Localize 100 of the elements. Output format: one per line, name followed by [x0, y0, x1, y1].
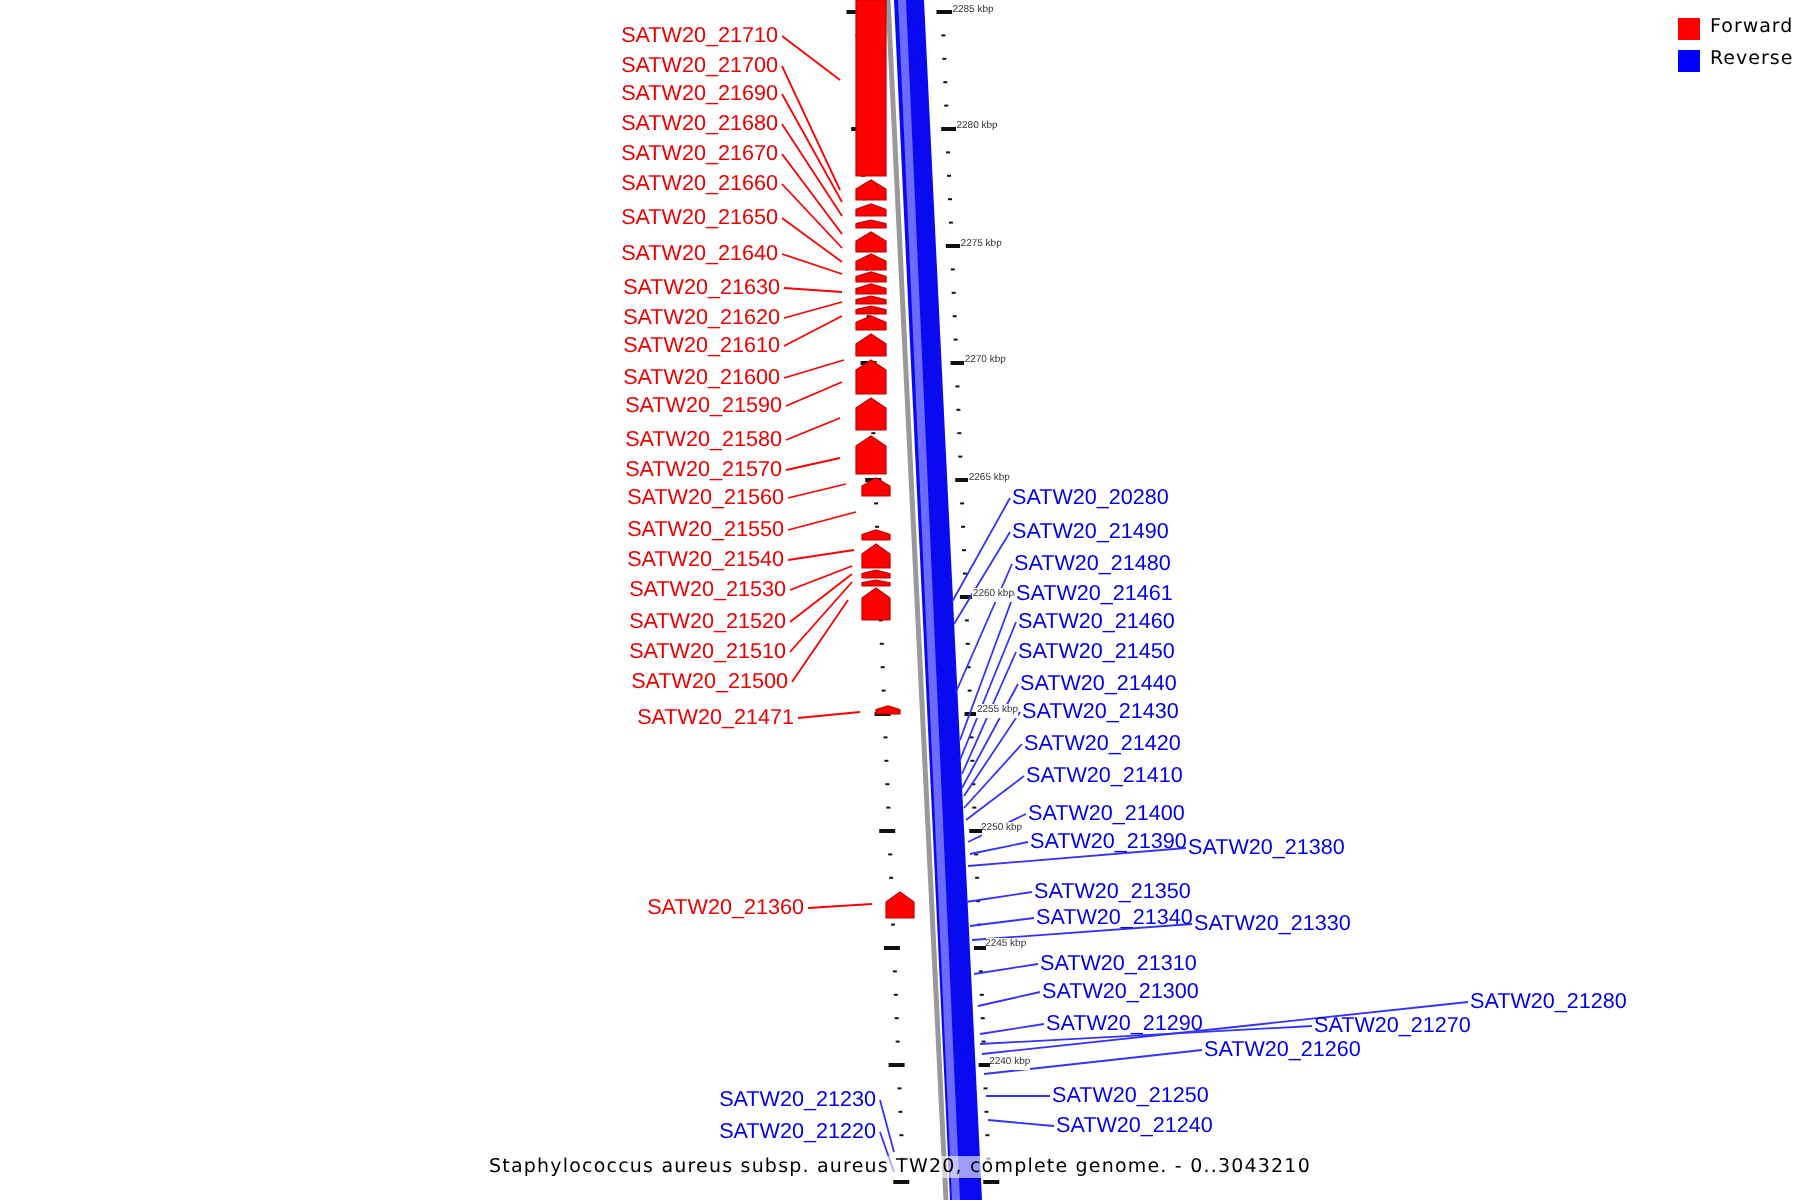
gene-label: SATW20_21550	[627, 517, 784, 543]
leader-line	[783, 287, 843, 293]
leader-line	[783, 315, 843, 347]
gene-label: SATW20_21660	[621, 171, 778, 197]
leader-line	[959, 593, 1015, 741]
gene-label: SATW20_21650	[621, 205, 778, 231]
gene-label: SATW20_21350	[1034, 879, 1191, 905]
gene-label: SATW20_21560	[627, 485, 784, 511]
gene-label: SATW20_21260	[1204, 1037, 1361, 1063]
leader-line	[781, 217, 843, 263]
gene-label: SATW20_21220	[719, 1119, 876, 1145]
gene-label: SATW20_21700	[621, 53, 778, 79]
gene-label: SATW20_21230	[719, 1087, 876, 1113]
gene-label: SATW20_21570	[625, 457, 782, 483]
gene-label: SATW20_21690	[621, 81, 778, 107]
leader-line	[797, 711, 861, 719]
leader-line	[785, 417, 841, 441]
leader-line	[983, 1049, 1203, 1075]
gene-label: SATW20_21390	[1030, 829, 1187, 855]
leader-line	[951, 497, 1011, 603]
gene-label: SATW20_21400	[1028, 801, 1185, 827]
leader-line	[781, 253, 843, 275]
leader-line	[781, 183, 843, 249]
leader-line	[979, 1025, 1313, 1045]
gene-label: SATW20_21410	[1026, 763, 1183, 789]
gene-label: SATW20_21680	[621, 111, 778, 137]
leader-line	[879, 1131, 895, 1173]
gene-label: SATW20_21380	[1188, 835, 1345, 861]
gene-label: SATW20_21360	[647, 895, 804, 921]
leader-line	[963, 711, 1021, 797]
leader-line	[879, 1099, 895, 1153]
leader-line	[787, 511, 857, 531]
leader-line	[787, 483, 847, 499]
leader-line	[783, 301, 843, 319]
gene-label: SATW20_21710	[621, 23, 778, 49]
gene-label: SATW20_21530	[629, 577, 786, 603]
leader-line	[973, 963, 1039, 975]
leader-line	[979, 1023, 1045, 1035]
leader-line	[789, 565, 853, 591]
leader-line	[967, 847, 1187, 867]
leader-line	[787, 549, 855, 561]
leader-line	[965, 891, 1033, 903]
leader-line	[961, 683, 1019, 789]
leader-line	[781, 123, 843, 217]
gene-label: SATW20_21640	[621, 241, 778, 267]
gene-label: SATW20_21500	[631, 669, 788, 695]
leader-line	[985, 1095, 1051, 1097]
gene-label: SATW20_21340	[1036, 905, 1193, 931]
forward-gene-track	[855, 0, 915, 919]
gene-label: SATW20_21450	[1018, 639, 1175, 665]
leader-line	[971, 923, 1193, 941]
leader-line	[963, 743, 1023, 809]
leader-line	[807, 903, 873, 909]
gene-label: SATW20_21620	[623, 305, 780, 331]
gene-label: SATW20_21270	[1314, 1013, 1471, 1039]
leader-line	[969, 917, 1035, 927]
leader-line	[965, 775, 1025, 821]
leader-line	[981, 1001, 1469, 1055]
gene-label: SATW20_21440	[1020, 671, 1177, 697]
leader-line	[789, 573, 853, 623]
leader-line	[987, 1119, 1055, 1127]
legend-label: Reverse	[1710, 48, 1794, 70]
gene-label: SATW20_21580	[625, 427, 782, 453]
leader-line	[977, 991, 1041, 1007]
gene-label: SATW20_20280	[1012, 485, 1169, 511]
leader-line	[789, 581, 853, 653]
gene-label: SATW20_21610	[623, 333, 780, 359]
gene-label: SATW20_21460	[1018, 609, 1175, 635]
leader-line	[781, 65, 841, 191]
legend-label: Forward	[1710, 16, 1794, 38]
leader-line	[791, 599, 849, 683]
leader-line	[953, 531, 1011, 625]
leader-line	[781, 153, 843, 235]
gene-label: SATW20_21520	[629, 609, 786, 635]
gene-label: SATW20_21330	[1194, 911, 1351, 937]
leader-line	[961, 651, 1017, 775]
gene-label: SATW20_21250	[1052, 1083, 1209, 1109]
leader-line	[959, 621, 1017, 761]
leader-line	[969, 841, 1029, 855]
gene-label: SATW20_21490	[1012, 519, 1169, 545]
gene-label: SATW20_21670	[621, 141, 778, 167]
gene-label: SATW20_21290	[1046, 1011, 1203, 1037]
gene-label: SATW20_21510	[629, 639, 786, 665]
gene-label: SATW20_21430	[1022, 699, 1179, 725]
leader-line	[781, 93, 843, 203]
leader-line	[781, 35, 841, 81]
gene-label: SATW20_21280	[1470, 989, 1627, 1015]
gene-label: SATW20_21310	[1040, 951, 1197, 977]
gene-label: SATW20_21480	[1014, 551, 1171, 577]
gene-label: SATW20_21590	[625, 393, 782, 419]
leader-line	[785, 381, 843, 407]
gene-label: SATW20_21630	[623, 275, 780, 301]
gene-label: SATW20_21471	[637, 705, 794, 731]
gene-label: SATW20_21300	[1042, 979, 1199, 1005]
leader-line	[955, 563, 1013, 693]
gene-label: SATW20_21600	[623, 365, 780, 391]
gene-label: SATW20_21540	[627, 547, 784, 573]
gene-label: SATW20_21240	[1056, 1113, 1213, 1139]
leader-line	[783, 359, 845, 379]
gene-label: SATW20_21461	[1016, 581, 1173, 607]
